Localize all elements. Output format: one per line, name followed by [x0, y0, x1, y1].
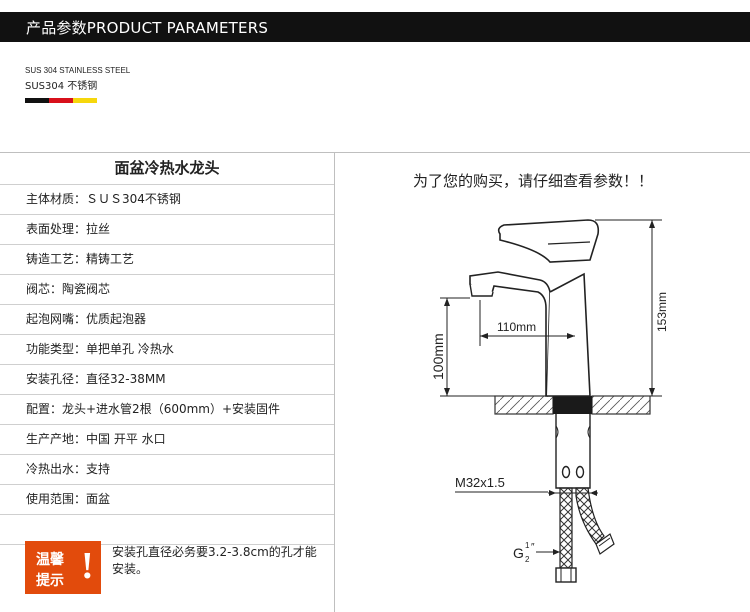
- notice-text: 安装孔直径必务要3.2-3.8cm的孔才能安装。: [112, 545, 317, 576]
- spec-row: 表面处理：拉丝: [0, 215, 334, 245]
- pipe-label-arrow: [553, 549, 560, 555]
- hose-right-end: [595, 533, 615, 555]
- spec-row: 冷热出水：支持: [0, 455, 334, 485]
- shank-bevel: [555, 425, 591, 439]
- material-cn-label: SUS304 不锈钢: [25, 81, 98, 92]
- countertop-left: [494, 395, 554, 415]
- column-divider: [334, 152, 335, 612]
- dim-thread-label: M32x1.5: [455, 475, 505, 490]
- inlet-hole-left: [561, 465, 571, 479]
- dim-total-arrow-bottom: [649, 388, 655, 396]
- stripe-yellow: [73, 98, 97, 103]
- faucet-handle: [497, 219, 600, 263]
- spec-title: 面盆冷热水龙头: [0, 152, 334, 185]
- exclamation-icon: !: [81, 545, 94, 587]
- pipe-label-mark: ″: [531, 542, 535, 553]
- spec-row: 安装孔径：直径32-38MM: [0, 365, 334, 395]
- dim-height-label: 100mm: [430, 333, 446, 380]
- color-stripe: [25, 98, 97, 103]
- hose-right: [575, 487, 605, 545]
- pipe-label-sup: 1: [525, 541, 530, 550]
- hose-left: [559, 487, 573, 569]
- material-en-label: SUS 304 STAINLESS STEEL: [25, 66, 131, 75]
- notice-label-line2: 提示: [36, 573, 64, 589]
- inlet-hole-right: [575, 465, 585, 479]
- stripe-red: [49, 98, 73, 103]
- spec-row: 使用范围：面盆: [0, 485, 334, 515]
- diagram-caption: 为了您的购买，请仔细查看参数！！: [413, 172, 654, 190]
- dim-height-arrow-bottom: [444, 388, 450, 396]
- header-bar: 产品参数PRODUCT PARAMETERS: [0, 12, 750, 42]
- notice-badge: 温馨 提示 !: [25, 541, 101, 594]
- dim-spout-arrow-left: [480, 333, 488, 339]
- handle-line: [547, 241, 591, 245]
- dim-thread-arrow-left: [549, 490, 556, 496]
- countertop-right: [591, 395, 651, 415]
- spec-row: 功能类型：单把单孔 冷热水: [0, 335, 334, 365]
- spec-row-empty: [0, 515, 334, 545]
- spec-row: 主体材质：ＳＵＳ304不锈钢: [0, 185, 334, 215]
- threaded-shank: [555, 414, 591, 489]
- notice-label-line1: 温馨: [36, 552, 64, 568]
- spec-row: 铸造工艺：精铸工艺: [0, 245, 334, 275]
- spec-row: 配置：龙头+进水管2根（600mm）+安装固件: [0, 395, 334, 425]
- hose-fitting: [555, 567, 577, 583]
- dim-spout-label: 110mm: [497, 320, 536, 334]
- spec-row: 生产产地：中国 开平 水口: [0, 425, 334, 455]
- dim-thread-arrow-right: [590, 490, 597, 496]
- hose-right-ring: [598, 537, 611, 547]
- mounting-nut: [553, 396, 592, 414]
- aerator: [469, 283, 494, 297]
- spec-row: 起泡网嘴：优质起泡器: [0, 305, 334, 335]
- dim-height-arrow-top: [444, 298, 450, 306]
- dim-total-label: 153mm: [655, 292, 669, 332]
- dim-total-arrow-top: [649, 220, 655, 228]
- pipe-label-main: G: [513, 545, 524, 561]
- faucet-diagram: 100mm 110mm 153mm M32x1.5 G 1 2 ″: [430, 219, 669, 583]
- pipe-label-sub: 2: [525, 555, 530, 564]
- spec-row: 阀芯：陶瓷阀芯: [0, 275, 334, 305]
- page-title: 产品参数PRODUCT PARAMETERS: [26, 19, 269, 37]
- section-divider: [0, 152, 750, 153]
- dim-spout-arrow-right: [567, 333, 575, 339]
- stripe-black: [25, 98, 49, 103]
- spec-table: 面盆冷热水龙头 主体材质：ＳＵＳ304不锈钢 表面处理：拉丝 铸造工艺：精铸工艺…: [0, 152, 334, 545]
